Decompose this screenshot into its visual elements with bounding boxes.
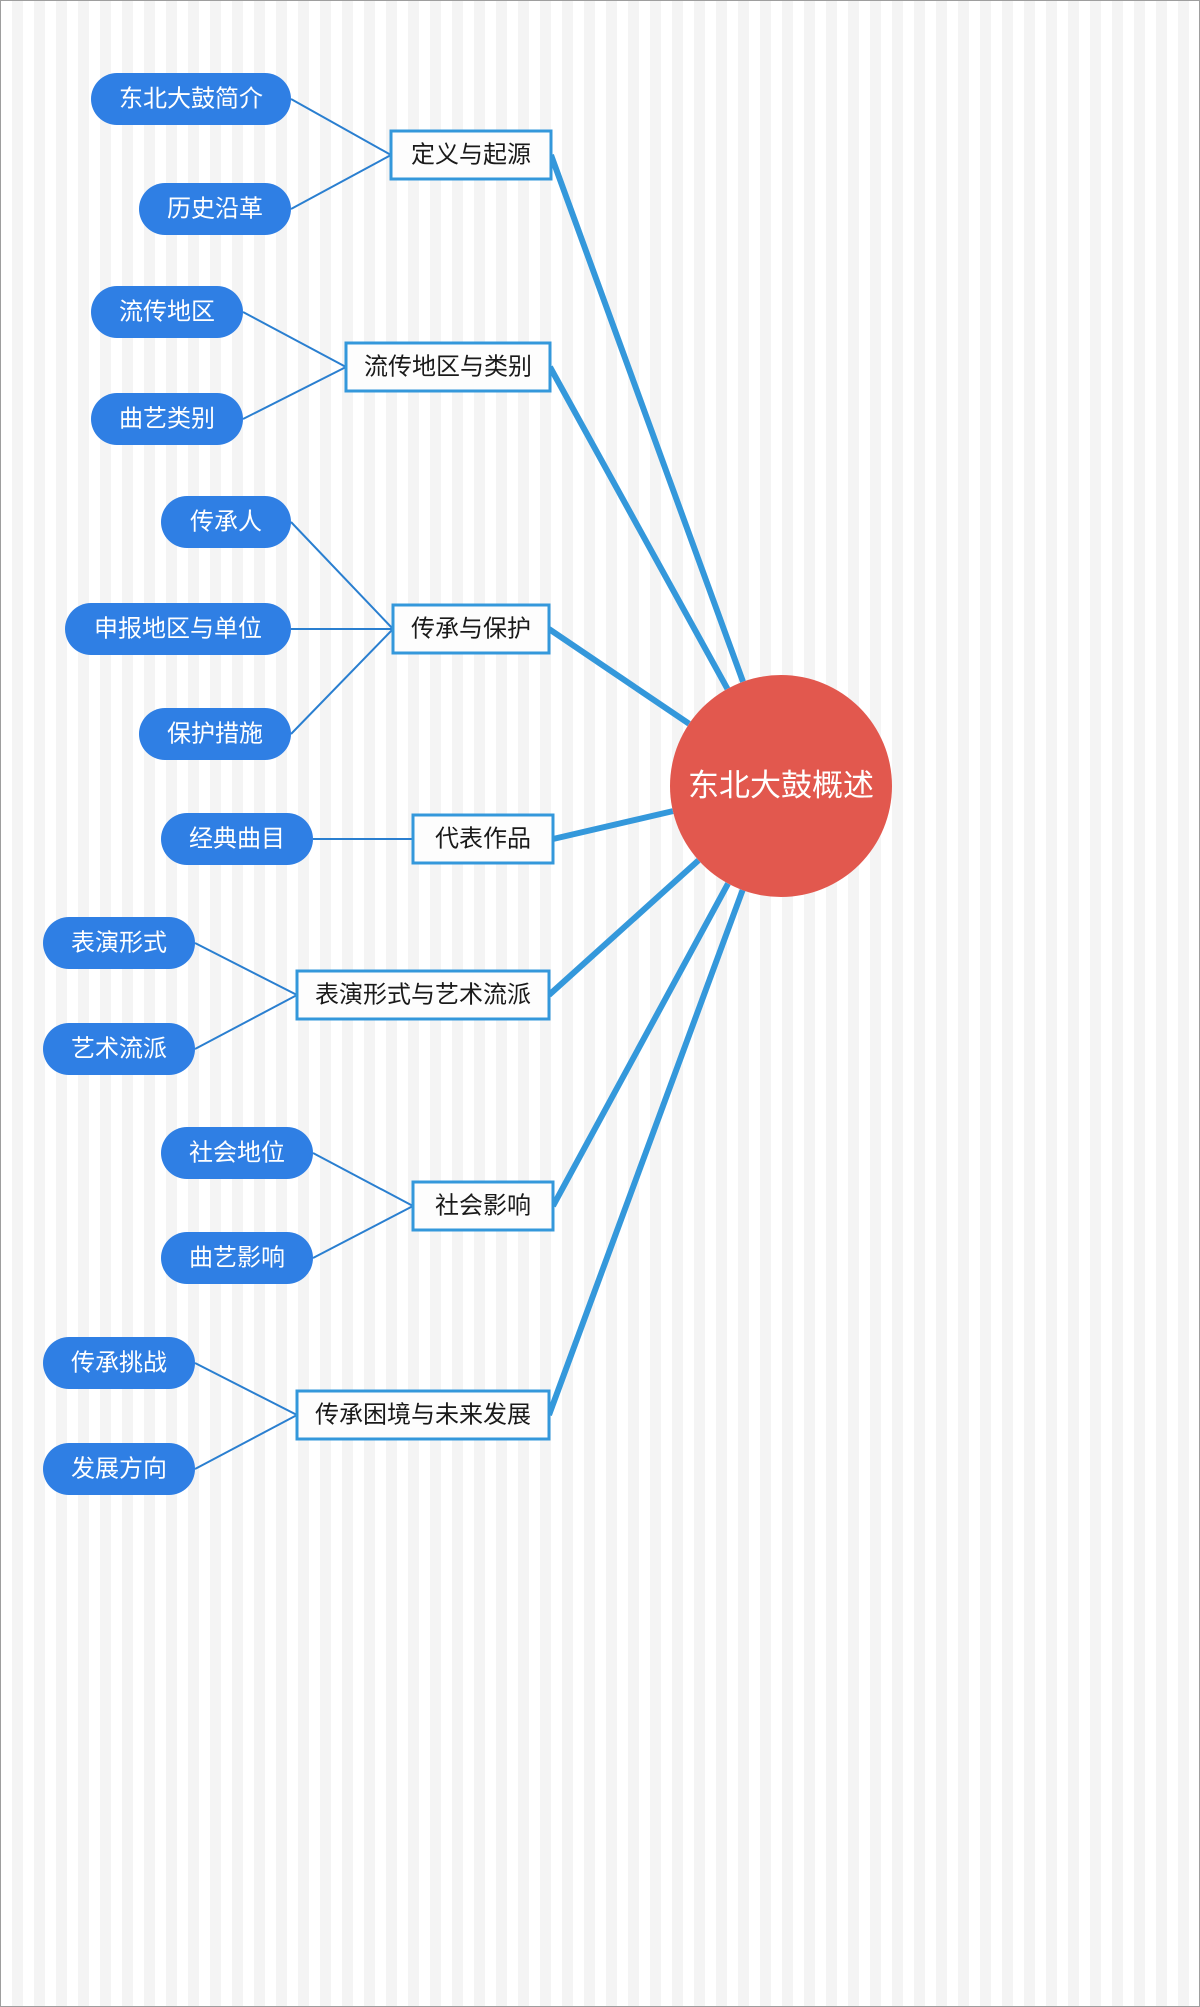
twig-link-7-1 — [194, 1362, 298, 1416]
branch-box-shape[interactable] — [411, 813, 555, 865]
branch-box-shape[interactable] — [411, 1180, 555, 1232]
trunk-link-7 — [546, 889, 746, 1417]
leaf-pill-shape[interactable] — [43, 1443, 195, 1495]
leaf-pill-shape[interactable] — [43, 917, 195, 969]
leaf-pill-shape[interactable] — [65, 603, 291, 655]
branch-node-传承与保护[interactable]: 传承与保护 — [391, 603, 551, 655]
leaf-node-历史沿革[interactable]: 历史沿革 — [139, 183, 291, 235]
leaf-pill-shape[interactable] — [161, 813, 313, 865]
branch-node-定义与起源[interactable]: 定义与起源 — [389, 129, 553, 181]
trunk-link-6 — [550, 882, 731, 1208]
leaf-node-传承人[interactable]: 传承人 — [161, 496, 291, 548]
trunk-link-3 — [547, 626, 691, 727]
leaf-node-流传地区[interactable]: 流传地区 — [91, 286, 243, 338]
trunk-link-5 — [546, 858, 701, 998]
branch-node-传承困境与未来发展[interactable]: 传承困境与未来发展 — [295, 1389, 551, 1441]
center-node[interactable]: 东北大鼓概述 — [670, 675, 892, 897]
leaf-pill-shape[interactable] — [139, 708, 291, 760]
twig-link-2-2 — [242, 366, 347, 420]
leaf-node-label: 社会地位 — [189, 1139, 285, 1166]
leaf-pill-shape[interactable] — [161, 496, 291, 548]
trunk-link-4 — [552, 808, 674, 842]
leaf-node-label: 历史沿革 — [167, 195, 263, 222]
leaf-node-社会地位[interactable]: 社会地位 — [161, 1127, 313, 1179]
branch-box-shape[interactable] — [295, 969, 551, 1021]
leaf-node-group: 东北大鼓简介历史沿革流传地区曲艺类别传承人申报地区与单位保护措施经典曲目表演形式… — [43, 73, 313, 1495]
leaf-node-label: 申报地区与单位 — [94, 615, 262, 642]
branch-box-shape[interactable] — [295, 1389, 551, 1441]
branch-node-代表作品[interactable]: 代表作品 — [411, 813, 555, 865]
leaf-node-label: 经典曲目 — [189, 825, 285, 852]
leaf-node-label: 传承挑战 — [71, 1349, 167, 1376]
leaf-node-东北大鼓简介[interactable]: 东北大鼓简介 — [91, 73, 291, 125]
center-node-group: 东北大鼓概述 — [670, 675, 892, 897]
center-node-label: 东北大鼓概述 — [688, 768, 874, 803]
leaf-node-label: 东北大鼓简介 — [119, 85, 263, 112]
leaf-pill-shape[interactable] — [161, 1127, 313, 1179]
leaf-node-曲艺影响[interactable]: 曲艺影响 — [161, 1232, 313, 1284]
twig-link-2-1 — [242, 311, 347, 368]
leaf-node-label: 流传地区 — [119, 298, 215, 325]
twig-link-7-2 — [194, 1414, 298, 1470]
branch-node-label: 代表作品 — [435, 825, 531, 852]
twig-link-5-2 — [194, 994, 298, 1050]
trunk-link-group — [546, 153, 746, 1417]
branch-node-表演形式与艺术流派[interactable]: 表演形式与艺术流派 — [295, 969, 551, 1021]
leaf-node-传承挑战[interactable]: 传承挑战 — [43, 1337, 195, 1389]
twig-link-6-1 — [312, 1152, 414, 1207]
branch-node-label: 定义与起源 — [411, 141, 531, 168]
branch-node-group: 定义与起源流传地区与类别传承与保护代表作品表演形式与艺术流派社会影响传承困境与未… — [295, 129, 555, 1441]
branch-node-社会影响[interactable]: 社会影响 — [411, 1180, 555, 1232]
leaf-node-label: 艺术流派 — [71, 1035, 167, 1062]
leaf-pill-shape[interactable] — [43, 1337, 195, 1389]
twig-link-1-2 — [290, 154, 392, 210]
branch-node-label: 传承与保护 — [411, 615, 531, 642]
trunk-link-2 — [547, 365, 731, 691]
twig-link-1-1 — [290, 98, 392, 156]
leaf-node-label: 保护措施 — [167, 720, 263, 747]
leaf-node-label: 发展方向 — [71, 1455, 167, 1482]
leaf-node-label: 曲艺影响 — [189, 1244, 285, 1271]
leaf-pill-shape[interactable] — [161, 1232, 313, 1284]
branch-node-label: 表演形式与艺术流派 — [315, 981, 531, 1008]
twig-link-group — [194, 98, 414, 1470]
leaf-node-保护措施[interactable]: 保护措施 — [139, 708, 291, 760]
leaf-pill-shape[interactable] — [91, 286, 243, 338]
branch-node-label: 流传地区与类别 — [364, 353, 532, 380]
leaf-pill-shape[interactable] — [91, 73, 291, 125]
branch-node-label: 社会影响 — [435, 1192, 531, 1219]
leaf-node-经典曲目[interactable]: 经典曲目 — [161, 813, 313, 865]
branch-box-shape[interactable] — [344, 341, 552, 393]
branch-box-shape[interactable] — [391, 603, 551, 655]
twig-link-3-3 — [290, 628, 394, 735]
leaf-node-曲艺类别[interactable]: 曲艺类别 — [91, 393, 243, 445]
leaf-node-表演形式[interactable]: 表演形式 — [43, 917, 195, 969]
leaf-node-label: 传承人 — [190, 508, 262, 535]
leaf-node-label: 曲艺类别 — [119, 405, 215, 432]
branch-box-shape[interactable] — [389, 129, 553, 181]
leaf-pill-shape[interactable] — [43, 1023, 195, 1075]
leaf-node-艺术流派[interactable]: 艺术流派 — [43, 1023, 195, 1075]
leaf-node-申报地区与单位[interactable]: 申报地区与单位 — [65, 603, 291, 655]
twig-link-3-1 — [290, 521, 394, 630]
center-circle-shape[interactable] — [670, 675, 892, 897]
trunk-link-1 — [548, 153, 746, 683]
twig-link-5-1 — [194, 942, 298, 996]
leaf-pill-shape[interactable] — [139, 183, 291, 235]
twig-link-6-2 — [312, 1205, 414, 1259]
branch-node-流传地区与类别[interactable]: 流传地区与类别 — [344, 341, 552, 393]
leaf-node-label: 表演形式 — [71, 929, 167, 956]
leaf-pill-shape[interactable] — [91, 393, 243, 445]
branch-node-label: 传承困境与未来发展 — [315, 1401, 531, 1428]
leaf-node-发展方向[interactable]: 发展方向 — [43, 1443, 195, 1495]
